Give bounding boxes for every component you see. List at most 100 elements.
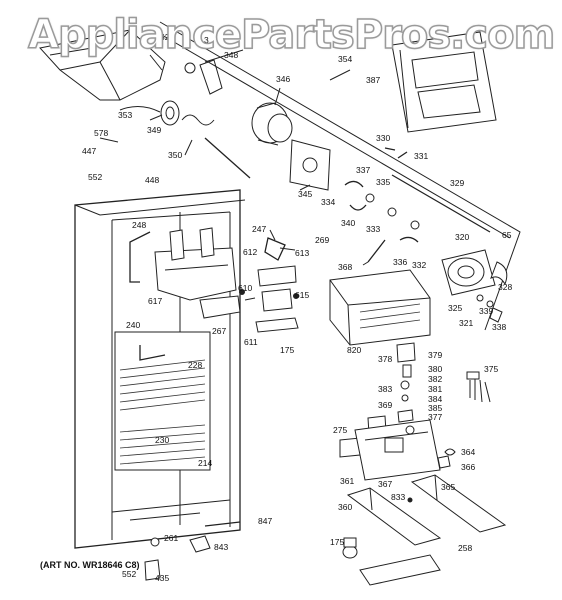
fill-tube-drawing [129, 231, 151, 283]
callout-335: 335 [376, 177, 390, 187]
callout-330: 330 [376, 133, 390, 143]
callout-368: 368 [338, 262, 352, 272]
ice-bucket-drawing [39, 29, 166, 101]
callout-334: 334 [321, 197, 335, 207]
callout-387: 387 [366, 75, 380, 85]
callout-261: 261 [164, 533, 178, 543]
callout-340: 340 [341, 218, 355, 228]
callout-175: 175 [330, 537, 344, 547]
callout-175: 175 [280, 345, 294, 355]
callout-377: 377 [428, 412, 442, 422]
slide-rails-drawing [346, 474, 507, 546]
callout-230: 230 [155, 435, 169, 445]
motor-drawing [251, 102, 293, 146]
bracket-plate-drawing [289, 139, 331, 191]
callout-353: 353 [118, 110, 132, 120]
callout-610: 610 [238, 283, 252, 293]
callout-448: 448 [145, 175, 159, 185]
lever-parts-drawing [344, 147, 491, 243]
callout-320: 320 [455, 232, 469, 242]
callout-847: 847 [258, 516, 272, 526]
dispenser-housing-drawing [391, 31, 497, 133]
callout-labels: 52 3 348 353 349 350 346 354 387 578 447 552 448 345 3… [82, 32, 512, 583]
wire-harness-drawing [466, 371, 491, 403]
callout-611: 611 [244, 337, 258, 347]
callout-365: 365 [441, 482, 455, 492]
callout-348: 348 [224, 50, 238, 60]
evaporator-coil-drawing [114, 331, 211, 471]
callout-331: 331 [414, 151, 428, 161]
callout-378: 378 [378, 354, 392, 364]
callout-325: 325 [448, 303, 462, 313]
callout-349: 349 [147, 125, 161, 135]
callout-364: 364 [461, 447, 475, 457]
callout-332: 332 [412, 260, 426, 270]
hardware-parts-drawing [144, 521, 241, 581]
callout-275: 275 [333, 425, 347, 435]
fan-assembly-drawing [199, 229, 299, 333]
callout-435: 435 [155, 573, 169, 583]
callout-375: 375 [484, 364, 498, 374]
callout-248: 248 [132, 220, 146, 230]
callout-338: 338 [492, 322, 506, 332]
callout-369: 369 [378, 400, 392, 410]
callout-843: 843 [214, 542, 228, 552]
cabinet-outline-drawing [74, 189, 246, 549]
callout-552: 552 [122, 569, 136, 579]
control-box-drawing [339, 419, 456, 481]
callout-380: 380 [428, 364, 442, 374]
callout-269: 269 [315, 235, 329, 245]
dispenser-motor-drawing [441, 249, 508, 323]
callout-612: 612 [243, 247, 257, 257]
callout-382: 382 [428, 374, 442, 384]
callout-328: 328 [498, 282, 512, 292]
callout-615: 615 [295, 290, 309, 300]
callout-552: 552 [88, 172, 102, 182]
callout-384: 384 [428, 394, 442, 404]
callout-267: 267 [212, 326, 226, 336]
callout-321: 321 [459, 318, 473, 328]
callout-65: 65 [502, 230, 512, 240]
callout-228: 228 [188, 360, 202, 370]
callout-333: 333 [366, 224, 380, 234]
dispenser-internal-parts-drawing [367, 342, 416, 435]
callout-617: 617 [148, 296, 162, 306]
callout-578: 578 [94, 128, 108, 138]
callout-366: 366 [461, 462, 475, 472]
callout-240: 240 [126, 320, 140, 330]
art-number: (ART NO. WR18646 C8) [40, 560, 140, 570]
ice-maker-bucket-drawing [154, 227, 237, 301]
lamp-and-cover-drawing [342, 537, 441, 586]
callout-258: 258 [458, 543, 472, 553]
callout-3: 3 [204, 35, 209, 45]
callout-385: 385 [428, 403, 442, 413]
callout-381: 381 [428, 384, 442, 394]
callout-350: 350 [168, 150, 182, 160]
callout-833: 833 [391, 492, 405, 502]
callout-214: 214 [198, 458, 212, 468]
divider-rail-line [159, 21, 521, 331]
callout-52: 52 [160, 32, 170, 42]
callout-247: 247 [252, 224, 266, 234]
callout-379: 379 [428, 350, 442, 360]
callout-346: 346 [276, 74, 290, 84]
leader-lines [99, 49, 369, 301]
rod-drawing [367, 239, 386, 263]
callout-336: 336 [393, 257, 407, 267]
callout-345: 345 [298, 189, 312, 199]
callout-820: 820 [347, 345, 361, 355]
callout-367: 367 [378, 479, 392, 489]
callout-613: 613 [295, 248, 309, 258]
callout-360: 360 [338, 502, 352, 512]
callout-447: 447 [82, 146, 96, 156]
callout-339: 339 [479, 306, 493, 316]
callout-337: 337 [356, 165, 370, 175]
auger-parts-drawing [119, 59, 251, 179]
callout-354: 354 [338, 54, 352, 64]
ice-maker-drawing [329, 269, 431, 346]
callout-383: 383 [378, 384, 392, 394]
callout-361: 361 [340, 476, 354, 486]
callout-329: 329 [450, 178, 464, 188]
